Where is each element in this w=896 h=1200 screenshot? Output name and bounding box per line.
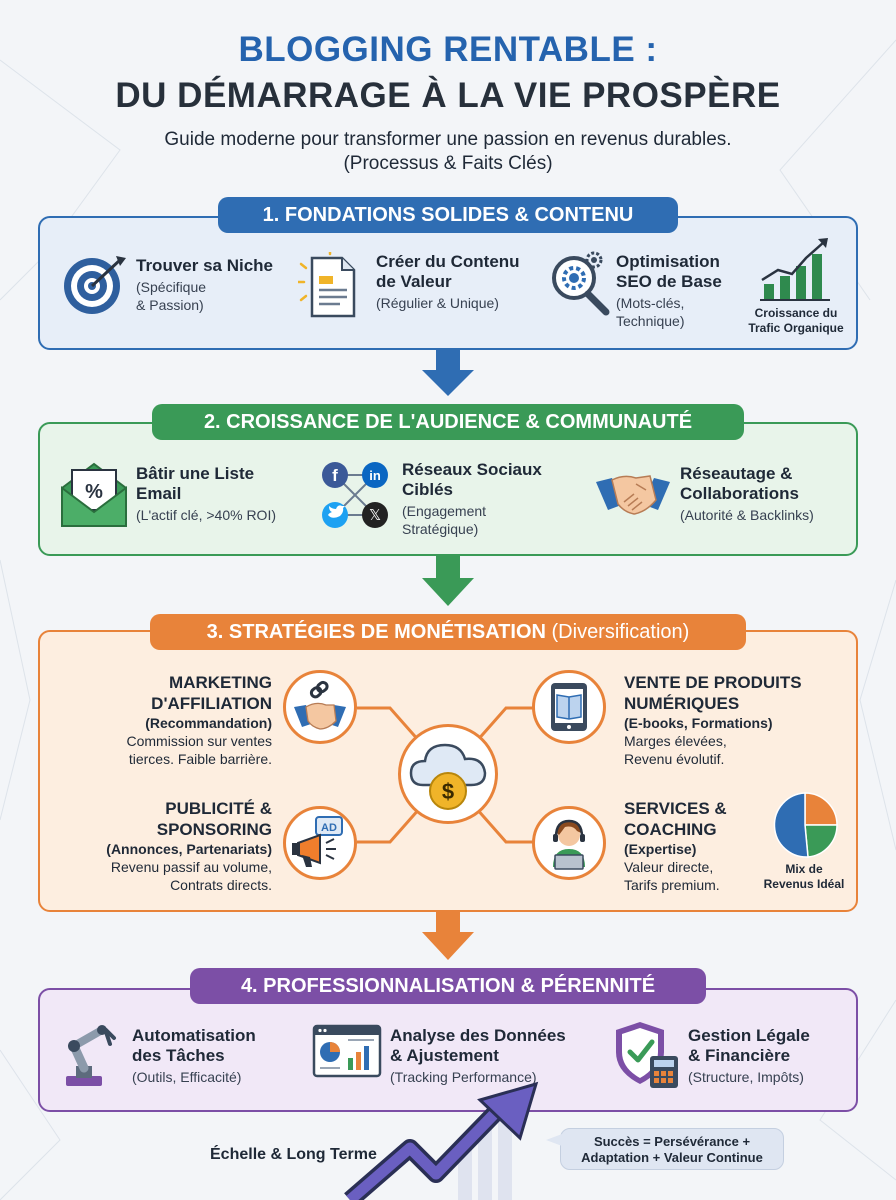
section2-item-email: Bâtir une Liste Email (L'actif clé, >40%… (136, 464, 276, 523)
handshake-icon (596, 475, 670, 515)
monetization-ads: PUBLICITÉ & SPONSORING (Annonces, Parten… (106, 799, 272, 893)
section3-title-main: 3. STRATÉGIES DE MONÉTISATION (206, 621, 546, 643)
x-icon: 𝕏 (369, 506, 381, 524)
section2-panel (38, 422, 858, 556)
services-circle (532, 806, 606, 880)
page-title-line1: BLOGGING RENTABLE : (238, 30, 658, 69)
target-icon (64, 256, 126, 314)
linkedin-icon: in (369, 468, 381, 483)
success-note: Succès = Persévérance + Adaptation + Val… (560, 1128, 784, 1170)
section1-item-niche: Trouver sa Niche (Spécifique & Passion) (136, 256, 274, 313)
ads-circle: AD (283, 806, 357, 880)
monetization-services: SERVICES & COACHING (Expertise) Valeur d… (624, 799, 727, 893)
svg-text:$: $ (442, 779, 454, 804)
affiliate-link-handshake-icon (294, 680, 346, 730)
note-pointer (546, 1134, 562, 1146)
analytics-dashboard-icon (312, 1024, 382, 1078)
svg-text:%: % (85, 481, 103, 503)
ebook-tablet-icon (551, 683, 587, 731)
products-circle (532, 670, 606, 744)
megaphone-ad-icon: AD (292, 816, 343, 867)
monetization-products: VENTE DE PRODUITS NUMÉRIQUES (E-books, F… (624, 673, 802, 767)
section3-title: 3. STRATÉGIES DE MONÉTISATION (Diversifi… (150, 614, 746, 650)
section4-panel (38, 988, 858, 1112)
center-cloud-circle: $ (398, 724, 498, 824)
growth-arrow-icon (344, 1081, 539, 1200)
section3-title-light: (Diversification) (551, 621, 690, 643)
cloud-dollar-icon: $ (409, 743, 487, 810)
traffic-growth-chart-icon (760, 238, 830, 301)
page-subtitle: Guide moderne pour transformer une passi… (0, 128, 896, 176)
section4-item-analytics: Analyse des Données & Ajustement (Tracki… (390, 1026, 566, 1085)
scale-label: Échelle & Long Terme (210, 1146, 377, 1163)
section1-item-seo: Optimisation SEO de Base (Mots-clés, Tec… (616, 252, 722, 329)
shield-calculator-icon (616, 1022, 678, 1088)
traffic-growth-caption: Croissance du Trafic Organique (748, 306, 844, 335)
document-icon (298, 252, 356, 318)
social-network-icon: f in 𝕏 (322, 462, 388, 528)
twitter-icon (328, 505, 345, 518)
section4-item-legal: Gestion Légale & Financière (Structure, … (688, 1026, 810, 1085)
section1-title: 1. FONDATIONS SOLIDES & CONTENU (218, 197, 678, 233)
seo-gear-icon (552, 251, 610, 316)
revenue-mix-caption: Mix de Revenus Idéal (763, 862, 845, 891)
facebook-icon: f (332, 466, 338, 485)
affiliation-circle (283, 670, 357, 744)
flow-arrow-3-icon (422, 912, 474, 960)
section4-title: 4. PROFESSIONNALISATION & PÉRENNITÉ (190, 968, 706, 1004)
svg-text:AD: AD (321, 822, 337, 834)
flow-arrow-1-icon (422, 350, 474, 396)
coach-headset-icon (553, 819, 585, 870)
section1-panel (38, 216, 858, 350)
subtitle-line1: Guide moderne pour transformer une passi… (164, 129, 732, 150)
section2-item-social: Réseaux Sociaux Ciblés (Engagement Strat… (402, 460, 542, 537)
email-icon: % (61, 462, 127, 527)
section1-item-content: Créer du Contenu de Valeur (Régulier & U… (376, 252, 520, 311)
section2-item-networking: Réseautage & Collaborations (Autorité & … (680, 464, 814, 523)
subtitle-line2: (Processus & Faits Clés) (343, 153, 553, 174)
page-title-line2: DU DÉMARRAGE À LA VIE PROSPÈRE (115, 76, 781, 115)
robot-arm-icon (66, 1025, 116, 1086)
section4-item-automation: Automatisation des Tâches (Outils, Effic… (132, 1026, 256, 1085)
monetization-affiliation: MARKETING D'AFFILIATION (Recommandation)… (126, 673, 273, 767)
flow-arrow-2-icon (422, 556, 474, 606)
section2-title: 2. CROISSANCE DE L'AUDIENCE & COMMUNAUTÉ (152, 404, 744, 440)
revenue-mix-pie-icon (773, 792, 838, 858)
